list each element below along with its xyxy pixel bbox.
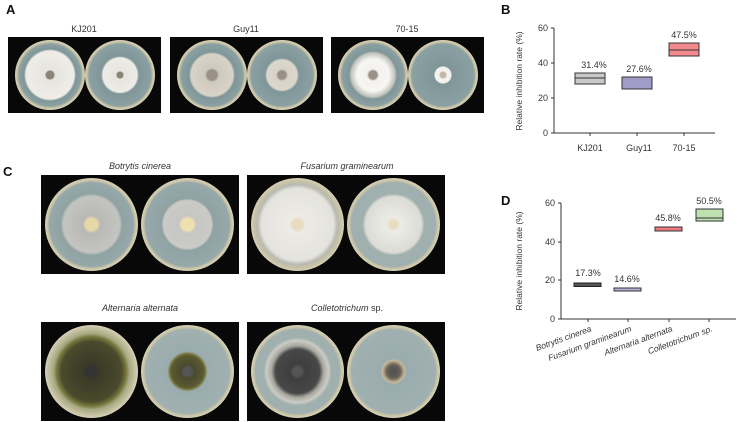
petri-dish-treated: [247, 40, 317, 110]
svg-text:60: 60: [545, 198, 555, 208]
svg-text:20: 20: [538, 93, 548, 103]
fungus-caption-colletotrichum: Colletotrichum sp.: [310, 303, 384, 313]
y-axis-label: Relative inhibition rate (%): [514, 211, 524, 310]
panel-label-c: C: [3, 164, 13, 179]
strain-caption-kj201: KJ201: [71, 24, 97, 34]
svg-text:20: 20: [545, 275, 555, 285]
y-axis-label: Relative inhibition rate (%): [514, 31, 524, 130]
petri-dish-control: [15, 40, 85, 110]
petri-dish-treated: [347, 325, 440, 418]
box-colletotrichum: [695, 208, 724, 222]
svg-text:17.3%: 17.3%: [575, 268, 601, 278]
plate-photo-botrytis: [41, 175, 239, 274]
plate-photo-alternaria: [41, 322, 239, 421]
petri-dish-treated: [141, 325, 234, 418]
svg-text:31.4%: 31.4%: [581, 60, 607, 70]
fungus-caption-fusarium: Fusarium graminearum: [300, 161, 394, 171]
plate-photo-kj201: [8, 37, 161, 113]
panel-label-a: A: [6, 2, 16, 17]
petri-dish-control: [338, 40, 408, 110]
plate-photo-fusarium: [247, 175, 445, 274]
petri-dish-control: [45, 178, 138, 271]
fungus-caption-alternaria: Alternaria alternata: [101, 303, 179, 313]
svg-text:40: 40: [538, 58, 548, 68]
svg-text:KJ201: KJ201: [577, 143, 603, 153]
box-alternaria: [654, 226, 683, 232]
svg-text:70-15: 70-15: [672, 143, 695, 153]
svg-text:50.5%: 50.5%: [696, 196, 722, 206]
svg-text:0: 0: [550, 314, 555, 324]
svg-text:40: 40: [545, 237, 555, 247]
plate-photo-colletotrichum: [247, 322, 445, 421]
svg-text:47.5%: 47.5%: [671, 30, 697, 40]
box-guy11: [621, 76, 653, 90]
fungus-caption-botrytis: Botrytis cinerea: [108, 161, 172, 171]
panel-label-b: B: [501, 2, 511, 17]
strain-caption-guy11: Guy11: [233, 24, 259, 34]
plate-photo-70-15: [331, 37, 484, 113]
petri-dish-control: [177, 40, 247, 110]
svg-text:Guy11: Guy11: [626, 143, 652, 153]
svg-text:45.8%: 45.8%: [655, 213, 681, 223]
box-fusarium: [613, 287, 642, 292]
petri-dish-control: [251, 178, 344, 271]
petri-dish-control: [251, 325, 344, 418]
svg-text:0: 0: [543, 128, 548, 138]
inhibition-chart-magnaporthe: Relative inhibition rate (%) 0 20 40 60 …: [514, 23, 715, 153]
strain-caption-70-15: 70-15: [395, 24, 419, 34]
petri-dish-treated: [141, 178, 234, 271]
petri-dish-treated: [408, 40, 478, 110]
plate-photo-guy11: [170, 37, 323, 113]
inhibition-chart-fungi: Relative inhibition rate (%) 0 20 40 60 …: [514, 196, 736, 363]
petri-dish-treated: [85, 40, 155, 110]
svg-text:14.6%: 14.6%: [614, 274, 640, 284]
petri-dish-treated: [347, 178, 440, 271]
petri-dish-control: [45, 325, 138, 418]
svg-text:60: 60: [538, 23, 548, 33]
panel-label-d: D: [501, 193, 511, 208]
box-botrytis: [573, 282, 602, 287]
svg-text:27.6%: 27.6%: [626, 64, 652, 74]
